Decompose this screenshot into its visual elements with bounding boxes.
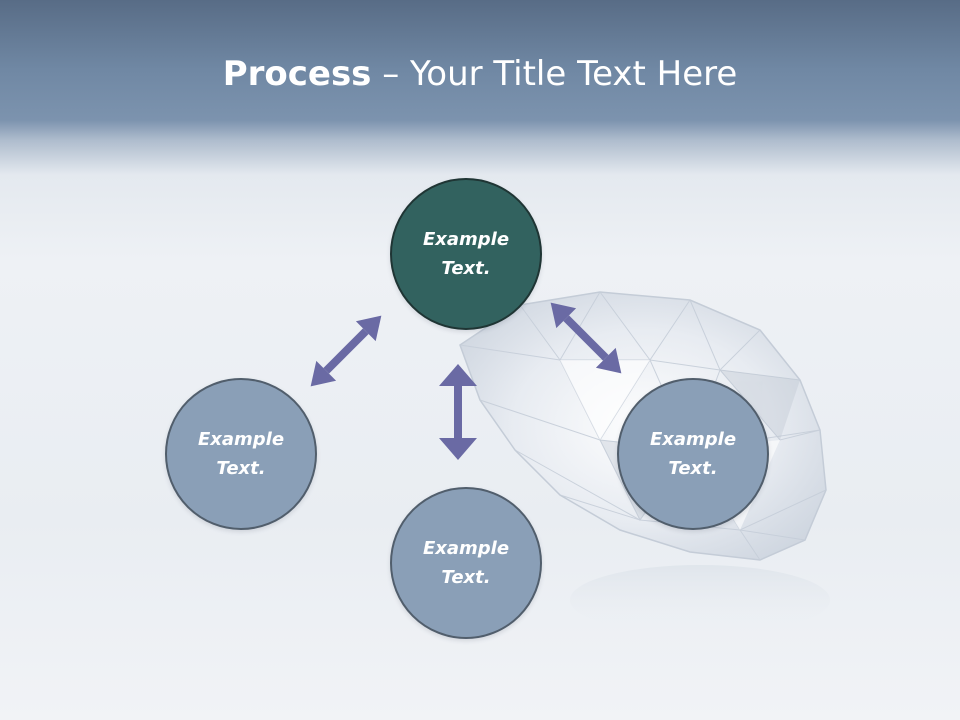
arrow-center-bottom: [439, 364, 477, 460]
center-node-label: Example Text.: [422, 229, 510, 279]
right-node-label: Example Text.: [649, 429, 737, 479]
arrow-center-left: [310, 315, 382, 387]
right-node: Example Text.: [617, 378, 769, 530]
arrow-center-right: [550, 302, 622, 374]
center-node: Example Text.: [390, 178, 542, 330]
bottom-node: Example Text.: [390, 487, 542, 639]
title-bold-part: Process: [222, 54, 372, 94]
left-node: Example Text.: [165, 378, 317, 530]
left-node-label: Example Text.: [197, 429, 285, 479]
title-rest-part: – Your Title Text Here: [371, 54, 738, 94]
bottom-node-label: Example Text.: [422, 538, 510, 588]
slide-title: Process – Your Title Text Here: [0, 52, 960, 96]
